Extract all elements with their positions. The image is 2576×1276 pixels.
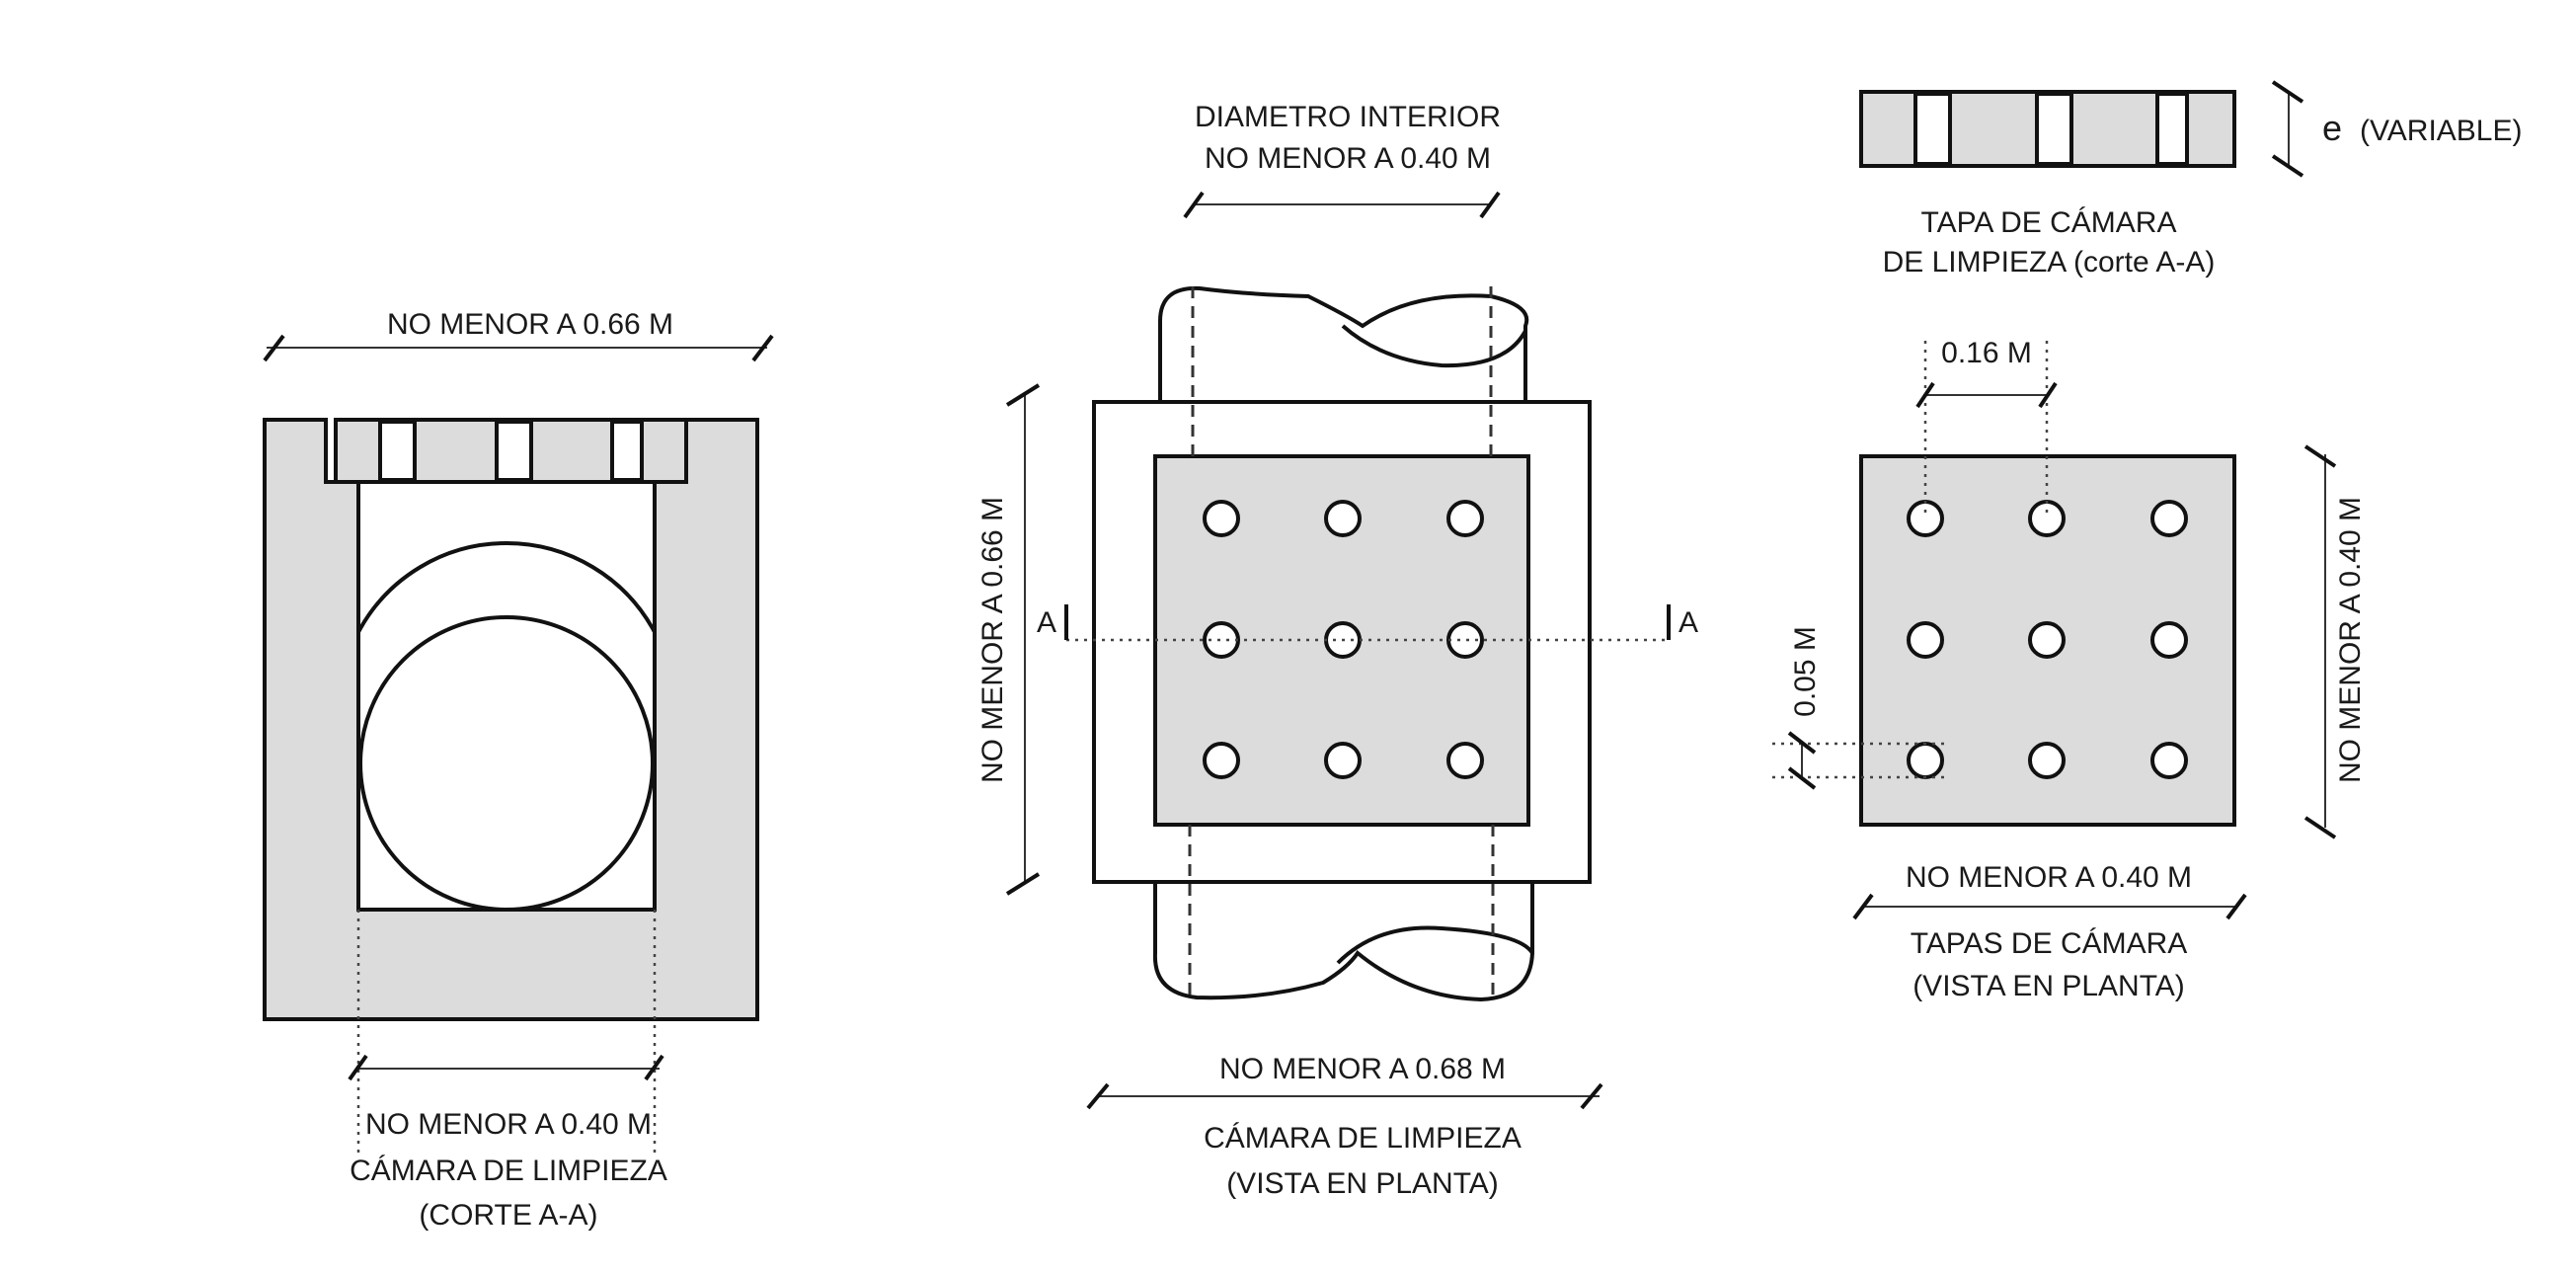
lid-section: e (VARIABLE) TAPA DE CÁMARA DE LIMPIEZA …	[1859, 80, 2523, 279]
lid-slit	[2155, 92, 2189, 166]
lid-hole	[1907, 500, 1944, 537]
dim-tick	[2303, 444, 2337, 468]
lid-thickness-symbol: e	[2322, 108, 2342, 148]
pipe-outer-arc	[356, 541, 657, 633]
lid-slit	[2035, 92, 2073, 166]
lid-plan-dim-bottom: NO MENOR A 0.40 M	[1906, 861, 2192, 894]
lid-hole	[1446, 500, 1484, 537]
lid-hole	[2150, 500, 2188, 537]
dim-tick	[2038, 381, 2058, 409]
lid-hole	[1324, 742, 1362, 779]
pipe-bottom-curve	[1336, 925, 1534, 965]
dim-tick	[2225, 893, 2247, 920]
section-title-line1: CÁMARA DE LIMPIEZA	[350, 1155, 667, 1187]
lid-hole	[1203, 742, 1240, 779]
lid-plan-dim-spacing: 0.16 M	[1941, 337, 2032, 369]
dim-tick	[1787, 731, 1817, 755]
lid-hole	[2028, 742, 2066, 779]
dim-tick	[644, 1054, 664, 1081]
lid-slit	[1913, 92, 1952, 166]
lid-plan-holes	[1907, 500, 2188, 779]
lid-slit	[610, 420, 644, 482]
dim-tick	[1086, 1082, 1110, 1110]
chamber-cavity	[356, 480, 657, 912]
lid-slit	[495, 420, 533, 482]
dim-tick	[348, 1054, 368, 1081]
lid-plan-dim-right: NO MENOR A 0.40 M	[2334, 497, 2367, 783]
dim-tick	[1787, 766, 1817, 790]
dim-tick	[263, 334, 285, 362]
lid-hole	[1446, 742, 1484, 779]
dim-tick	[2303, 816, 2337, 839]
section-dim-top: NO MENOR A 0.66 M	[387, 308, 673, 341]
dim-tick	[2271, 154, 2304, 178]
dim-tick	[1580, 1082, 1603, 1110]
lid-plan: 0.16 M 0.05 M NO MENOR A 0.40 M NO MENOR…	[1772, 337, 2367, 1002]
dim-tick	[1915, 381, 1935, 409]
dim-tick	[2271, 80, 2304, 104]
plan-dim-top-line2: NO MENOR A 0.40 M	[1205, 142, 1491, 175]
pipe-top-curve	[1341, 324, 1527, 368]
section-label-left: A	[1037, 606, 1056, 639]
lid-hole	[1324, 500, 1362, 537]
plan-dim-bottom: NO MENOR A 0.68 M	[1219, 1053, 1506, 1085]
lid-hole	[1203, 500, 1240, 537]
dim-tick	[751, 334, 774, 362]
section-dim-bottom: NO MENOR A 0.40 M	[365, 1108, 652, 1141]
section-view: NO MENOR A 0.66 M NO MENOR A 0.40 M CÁMA…	[263, 308, 774, 1232]
lid-plan-title-line1: TAPAS DE CÁMARA	[1911, 927, 2188, 960]
pipe-top	[1158, 285, 1529, 402]
section-title-line2: (CORTE A-A)	[419, 1199, 597, 1232]
dim-tick	[1005, 872, 1041, 896]
pipe-bottom	[1152, 882, 1534, 1002]
lid-plan-dim-edge: 0.05 M	[1789, 626, 1822, 717]
dim-tick	[1479, 191, 1501, 219]
plan-dim-top-line1: DIAMETRO INTERIOR	[1195, 101, 1501, 133]
plan-title-line1: CÁMARA DE LIMPIEZA	[1204, 1122, 1522, 1155]
dim-tick	[1183, 191, 1205, 219]
lid-slit	[378, 420, 417, 482]
lid-hole	[1907, 621, 1944, 659]
lid-section-title-line2: DE LIMPIEZA (corte A-A)	[1883, 246, 2216, 279]
dim-tick	[1852, 893, 1874, 920]
plan-view: A A DIAMETRO INTERIOR NO MENOR A 0.40 M …	[976, 101, 1698, 1200]
lid-section-title-line1: TAPA DE CÁMARA	[1921, 206, 2177, 239]
section-label-right: A	[1678, 606, 1698, 639]
lid-hole	[1907, 742, 1944, 779]
plan-title-line2: (VISTA EN PLANTA)	[1226, 1167, 1499, 1200]
lid-hole	[2150, 742, 2188, 779]
lid-hole	[2028, 500, 2066, 537]
dim-tick	[1005, 383, 1041, 407]
plan-dim-left: NO MENOR A 0.66 M	[976, 497, 1009, 783]
lid-plan-title-line2: (VISTA EN PLANTA)	[1912, 970, 2185, 1002]
lid-hole	[2150, 621, 2188, 659]
lid-hole	[2028, 621, 2066, 659]
lid-thickness-note: (VARIABLE)	[2360, 115, 2523, 147]
